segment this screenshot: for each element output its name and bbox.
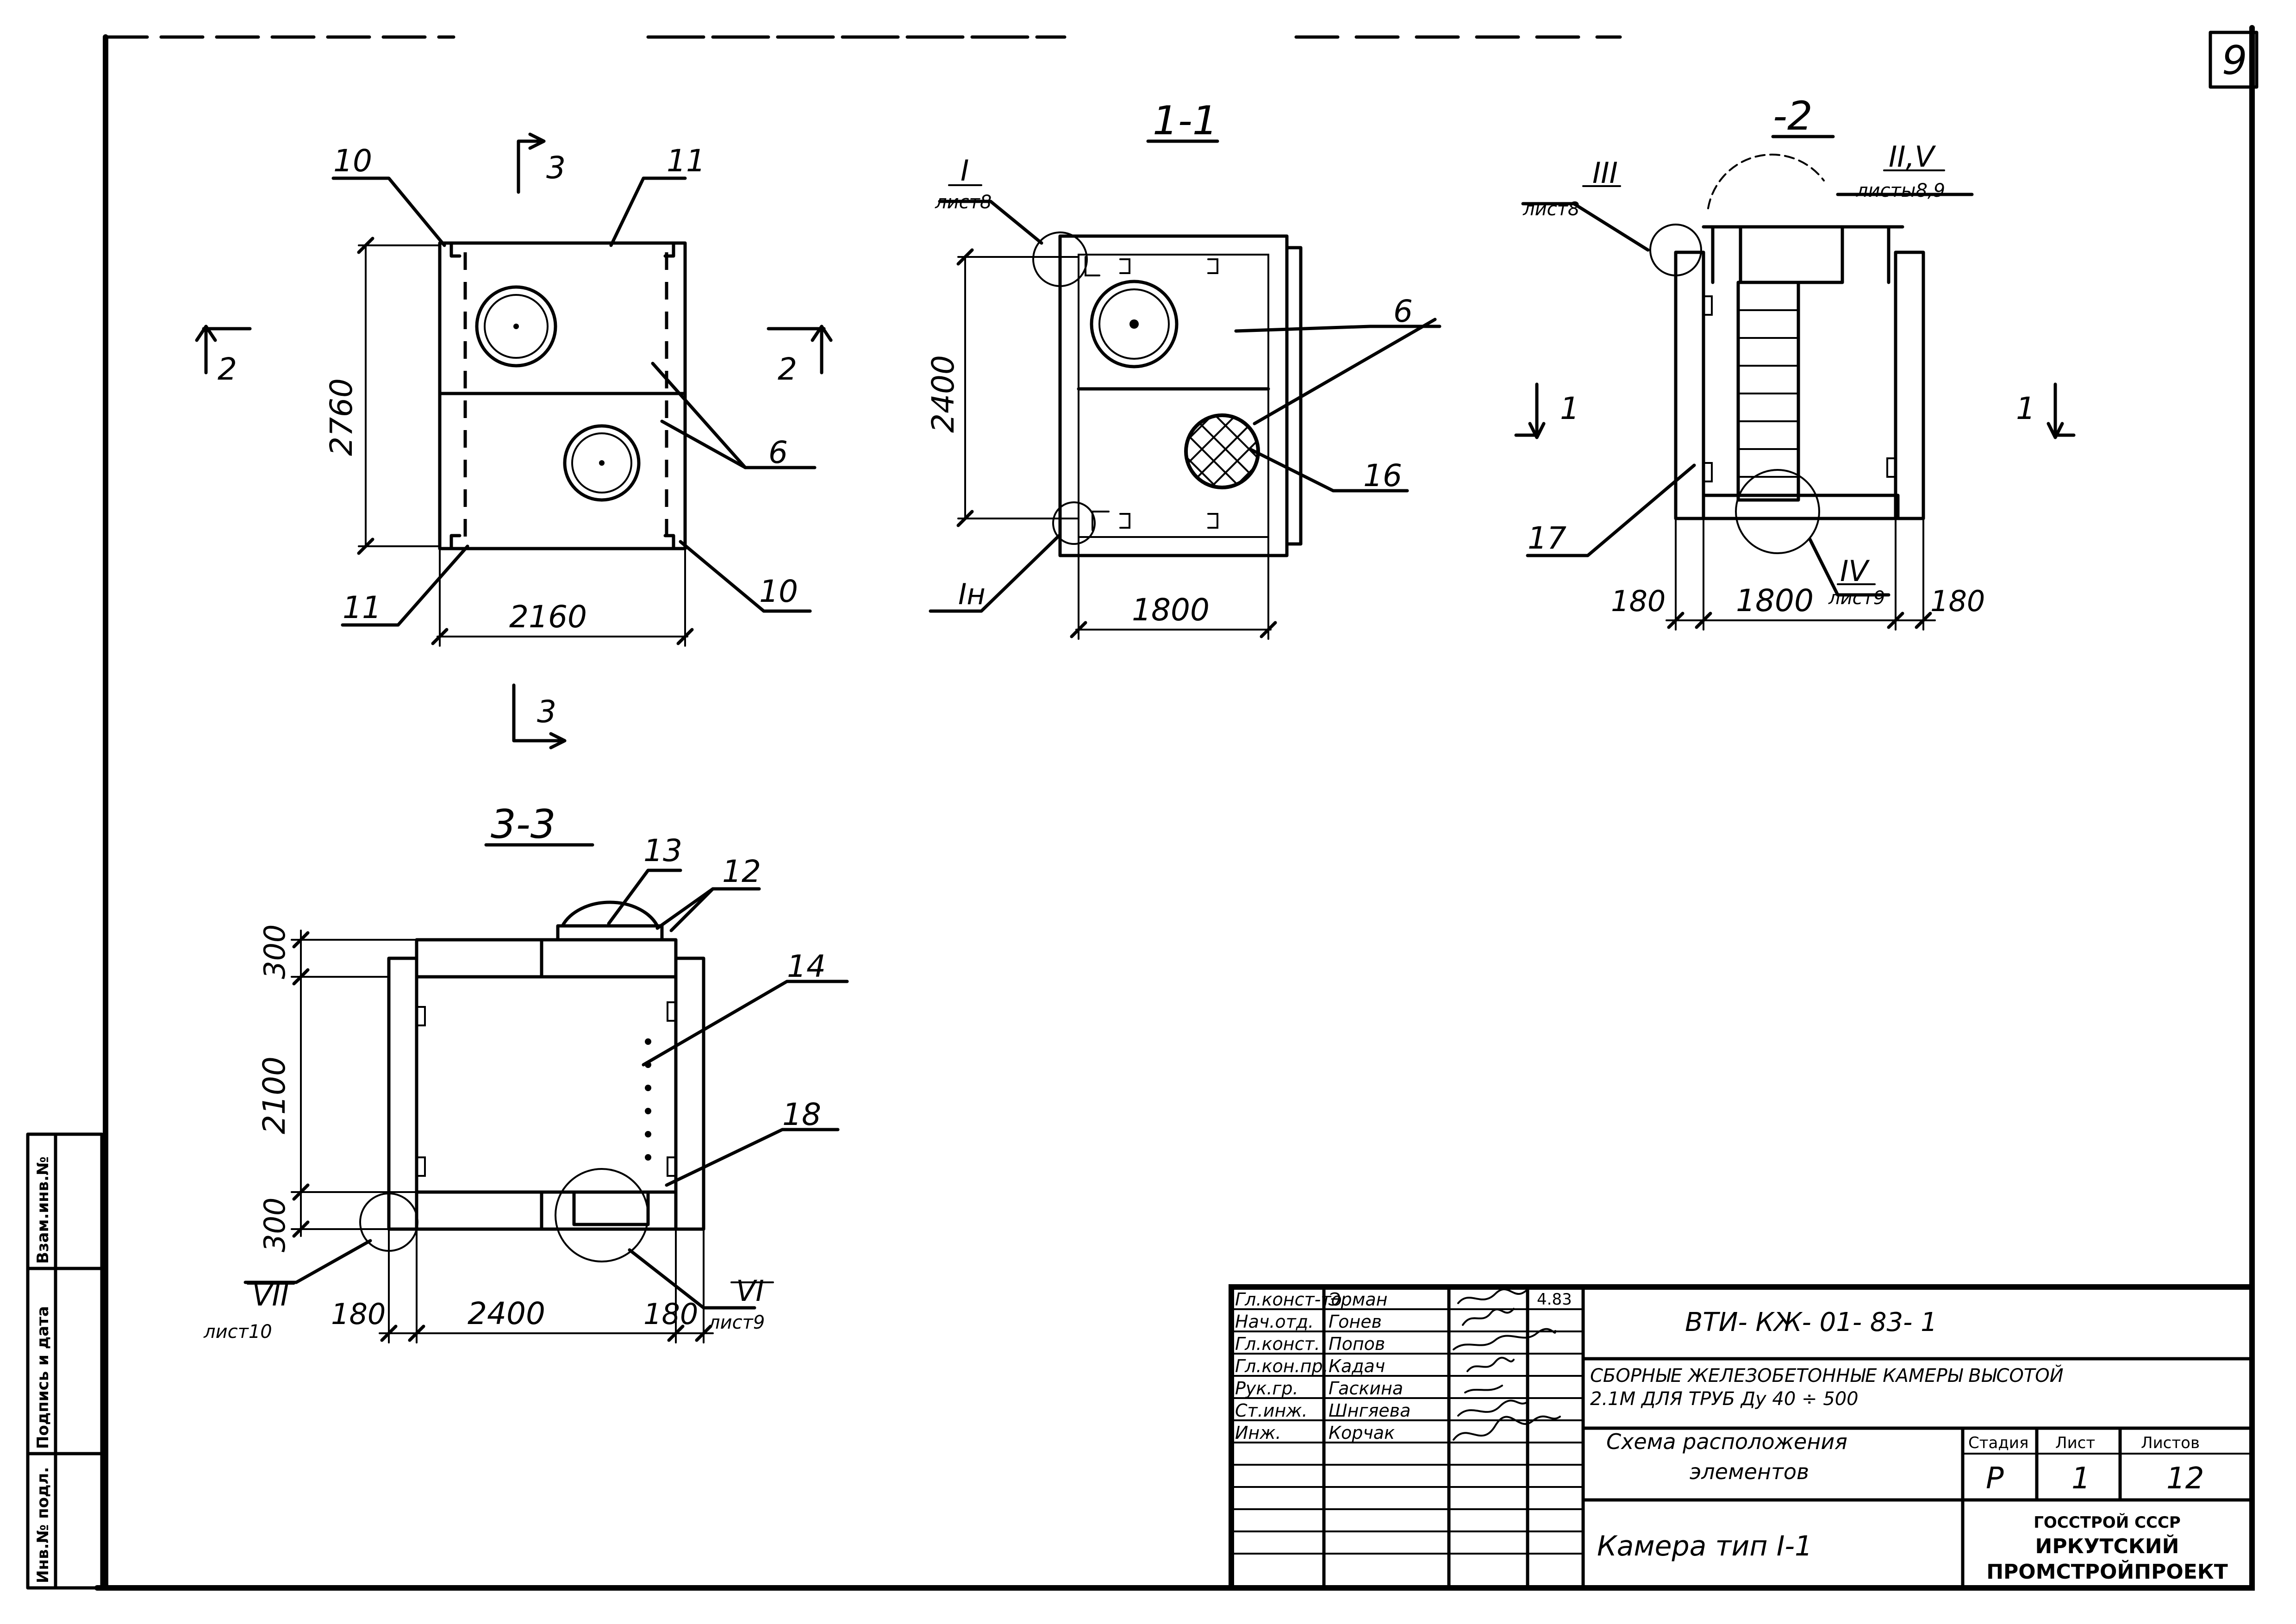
section-2-2-detail-IIV: II,V (1889, 140, 1936, 174)
section-2-2-detail-IIV-sheet: листы8,9 (1856, 180, 1945, 201)
tb-name-6: Корчак (1329, 1423, 1395, 1443)
plan-section-mark-2-right: 2 (778, 351, 797, 387)
section-2-2-detail-IV-sheet: лист9 (1828, 587, 1885, 609)
section-3-3-dim-right: 180 (643, 1297, 698, 1331)
section-1-1-dim-height: 2400 (925, 355, 961, 433)
pipe-opening-upper (475, 285, 557, 368)
plan-callout-10-bottom: 10 (759, 574, 798, 609)
section-2-2-ring-stack (1736, 281, 1800, 502)
tb-sheet-label: Лист (2055, 1434, 2095, 1452)
tb-role-0: Гл.конст-то (1235, 1289, 1342, 1310)
section-1-1-detail-I: I (961, 154, 969, 187)
tb-sheet-title-line2: элементов (1690, 1459, 1809, 1484)
tb-org-line3: ПРОМСТРОЙПРОЕКТ (1986, 1559, 2228, 1584)
section-1-1-callout-6: 6 (1393, 294, 1413, 329)
tb-object-line1: СБОРНЫЕ ЖЕЛЕЗОБЕТОННЫЕ КАМЕРЫ ВЫСОТОЙ (1590, 1364, 2064, 1387)
tb-signatures (1453, 1288, 1561, 1441)
plan-callout-10-top: 10 (333, 143, 372, 179)
plan-section-mark-2-left: 2 (218, 351, 237, 387)
section-2-2-callout-17: 17 (1528, 520, 1566, 556)
tb-name-5: Шнгяева (1329, 1400, 1410, 1421)
section-3-3-detail-VI-sheet: лист9 (708, 1312, 765, 1333)
tb-sheet-title-line1: Схема расположения (1606, 1429, 1847, 1454)
section-1-1: 1-1 2400 1800 6 16 I (925, 98, 1441, 640)
plan-dim-length: 2760 (324, 378, 359, 456)
tb-stage-value: Р (1986, 1462, 2004, 1496)
plan-section-mark-3-top: 3 (546, 150, 566, 186)
plan-callout-11-bottom: 11 (343, 590, 381, 625)
section-3-3-callout-14: 14 (787, 949, 826, 984)
tb-role-6: Инж. (1235, 1423, 1281, 1443)
section-3-3-callout-18: 18 (782, 1097, 821, 1132)
tb-name-1: Гонев (1329, 1312, 1382, 1332)
section-2-2-dim-left: 180 (1611, 584, 1666, 618)
plan-section-mark-3-bottom: 3 (537, 694, 556, 730)
tb-sheet-value: 1 (2071, 1462, 2090, 1496)
pipe-opening-lower (563, 424, 641, 502)
section-3-3-detail-VI: VI (736, 1274, 764, 1308)
section-3-3-callout-13: 13 (643, 833, 682, 868)
section-1-1-pipe-opening (1090, 280, 1179, 369)
section-1-1-blocked-opening (1184, 413, 1260, 489)
tb-role-3: Гл.кон.пр. (1235, 1356, 1329, 1376)
section-3-3-title: 3-3 (491, 801, 555, 848)
section-3-3-detail-VII-sheet: лист10 (203, 1321, 272, 1343)
section-2-2: -2 1 1 (1514, 93, 2076, 631)
tb-object-line2: 2.1М ДЛЯ ТРУБ Ду 40 ÷ 500 (1590, 1388, 1859, 1410)
section-3-3-dim-left: 180 (331, 1297, 386, 1331)
tb-role-2: Гл.конст. (1235, 1334, 1320, 1354)
tb-role-1: Нач.отд. (1235, 1312, 1314, 1332)
section-3-3-dim-bottom: 300 (258, 1198, 292, 1252)
section-2-2-mark-1-left: 1 (1560, 391, 1579, 426)
section-2-2-dim-mid: 1800 (1736, 583, 1814, 618)
section-1-1-detail-In: Iн (958, 577, 986, 611)
tb-date: 4.83 (1537, 1290, 1572, 1309)
tb-drawing-name: Камера тип I-1 (1597, 1530, 1812, 1562)
section-1-1-title: 1-1 (1153, 98, 1217, 144)
tb-sheets-label: Листов (2141, 1434, 2200, 1452)
tb-doc-code: ВТИ- КЖ- 01- 83- 1 (1685, 1307, 1937, 1337)
tb-org-line2: ИРКУТСКИЙ (2035, 1534, 2179, 1558)
tb-stage-label: Стадия (1968, 1434, 2028, 1452)
section-3-3-dim-width: 2400 (468, 1296, 545, 1331)
section-3-3-dim-top: 300 (258, 924, 292, 979)
section-1-1-callout-16: 16 (1363, 458, 1402, 493)
section-1-1-dim-width: 1800 (1132, 592, 1210, 628)
section-3-3-ladder-rungs (645, 1038, 651, 1161)
section-2-2-detail-IV: IV (1840, 554, 1870, 588)
sheet-frame: 9 (94, 25, 2259, 1591)
plan-dim-width: 2160 (509, 599, 587, 635)
plan-callout-11-top: 11 (667, 143, 705, 179)
tb-org-line1: ГОССТРОЙ СССР (2034, 1513, 2181, 1532)
tb-role-5: Ст.инж. (1235, 1400, 1308, 1421)
tb-role-4: Рук.гр. (1235, 1378, 1298, 1399)
section-2-2-title: -2 (1773, 93, 1813, 139)
tb-sheets-value: 12 (2166, 1462, 2204, 1496)
tb-name-2: Попов (1329, 1334, 1385, 1354)
section-3-3: 3-3 300 2100 300 (203, 801, 849, 1343)
section-1-1-detail-I-sheet: лист8 (935, 192, 992, 213)
tb-name-3: Кадач (1329, 1356, 1385, 1376)
stamp-replacement-inv: Взам.инв.№ (34, 1156, 52, 1264)
side-stamp: Инв.№ подл. Подпись и дата Взам.инв.№ (26, 1132, 104, 1590)
title-block: Гл.конст-то Нач.отд. Гл.конст. Гл.кон.пр… (1229, 1284, 2255, 1591)
tb-name-4: Гаскина (1329, 1378, 1403, 1399)
section-2-2-detail-III: III (1592, 156, 1618, 190)
section-3-3-dim-mid: 2100 (256, 1056, 292, 1134)
sheet-number: 9 (2222, 37, 2247, 84)
section-2-2-dim-right: 180 (1930, 584, 1985, 618)
section-2-2-detail-III-sheet: лист8 (1522, 199, 1579, 220)
plan-callout-6: 6 (768, 435, 788, 470)
section-3-3-callout-12: 12 (722, 854, 761, 889)
tb-name-0: Эрман (1328, 1289, 1387, 1310)
stamp-inv-number: Инв.№ подл. (34, 1467, 52, 1583)
section-2-2-mark-1-right: 1 (2016, 391, 2035, 426)
stamp-signature-date: Подпись и дата (34, 1306, 52, 1449)
plan-view: 2760 2160 2 2 3 3 10 11 6 10 11 (195, 132, 833, 750)
